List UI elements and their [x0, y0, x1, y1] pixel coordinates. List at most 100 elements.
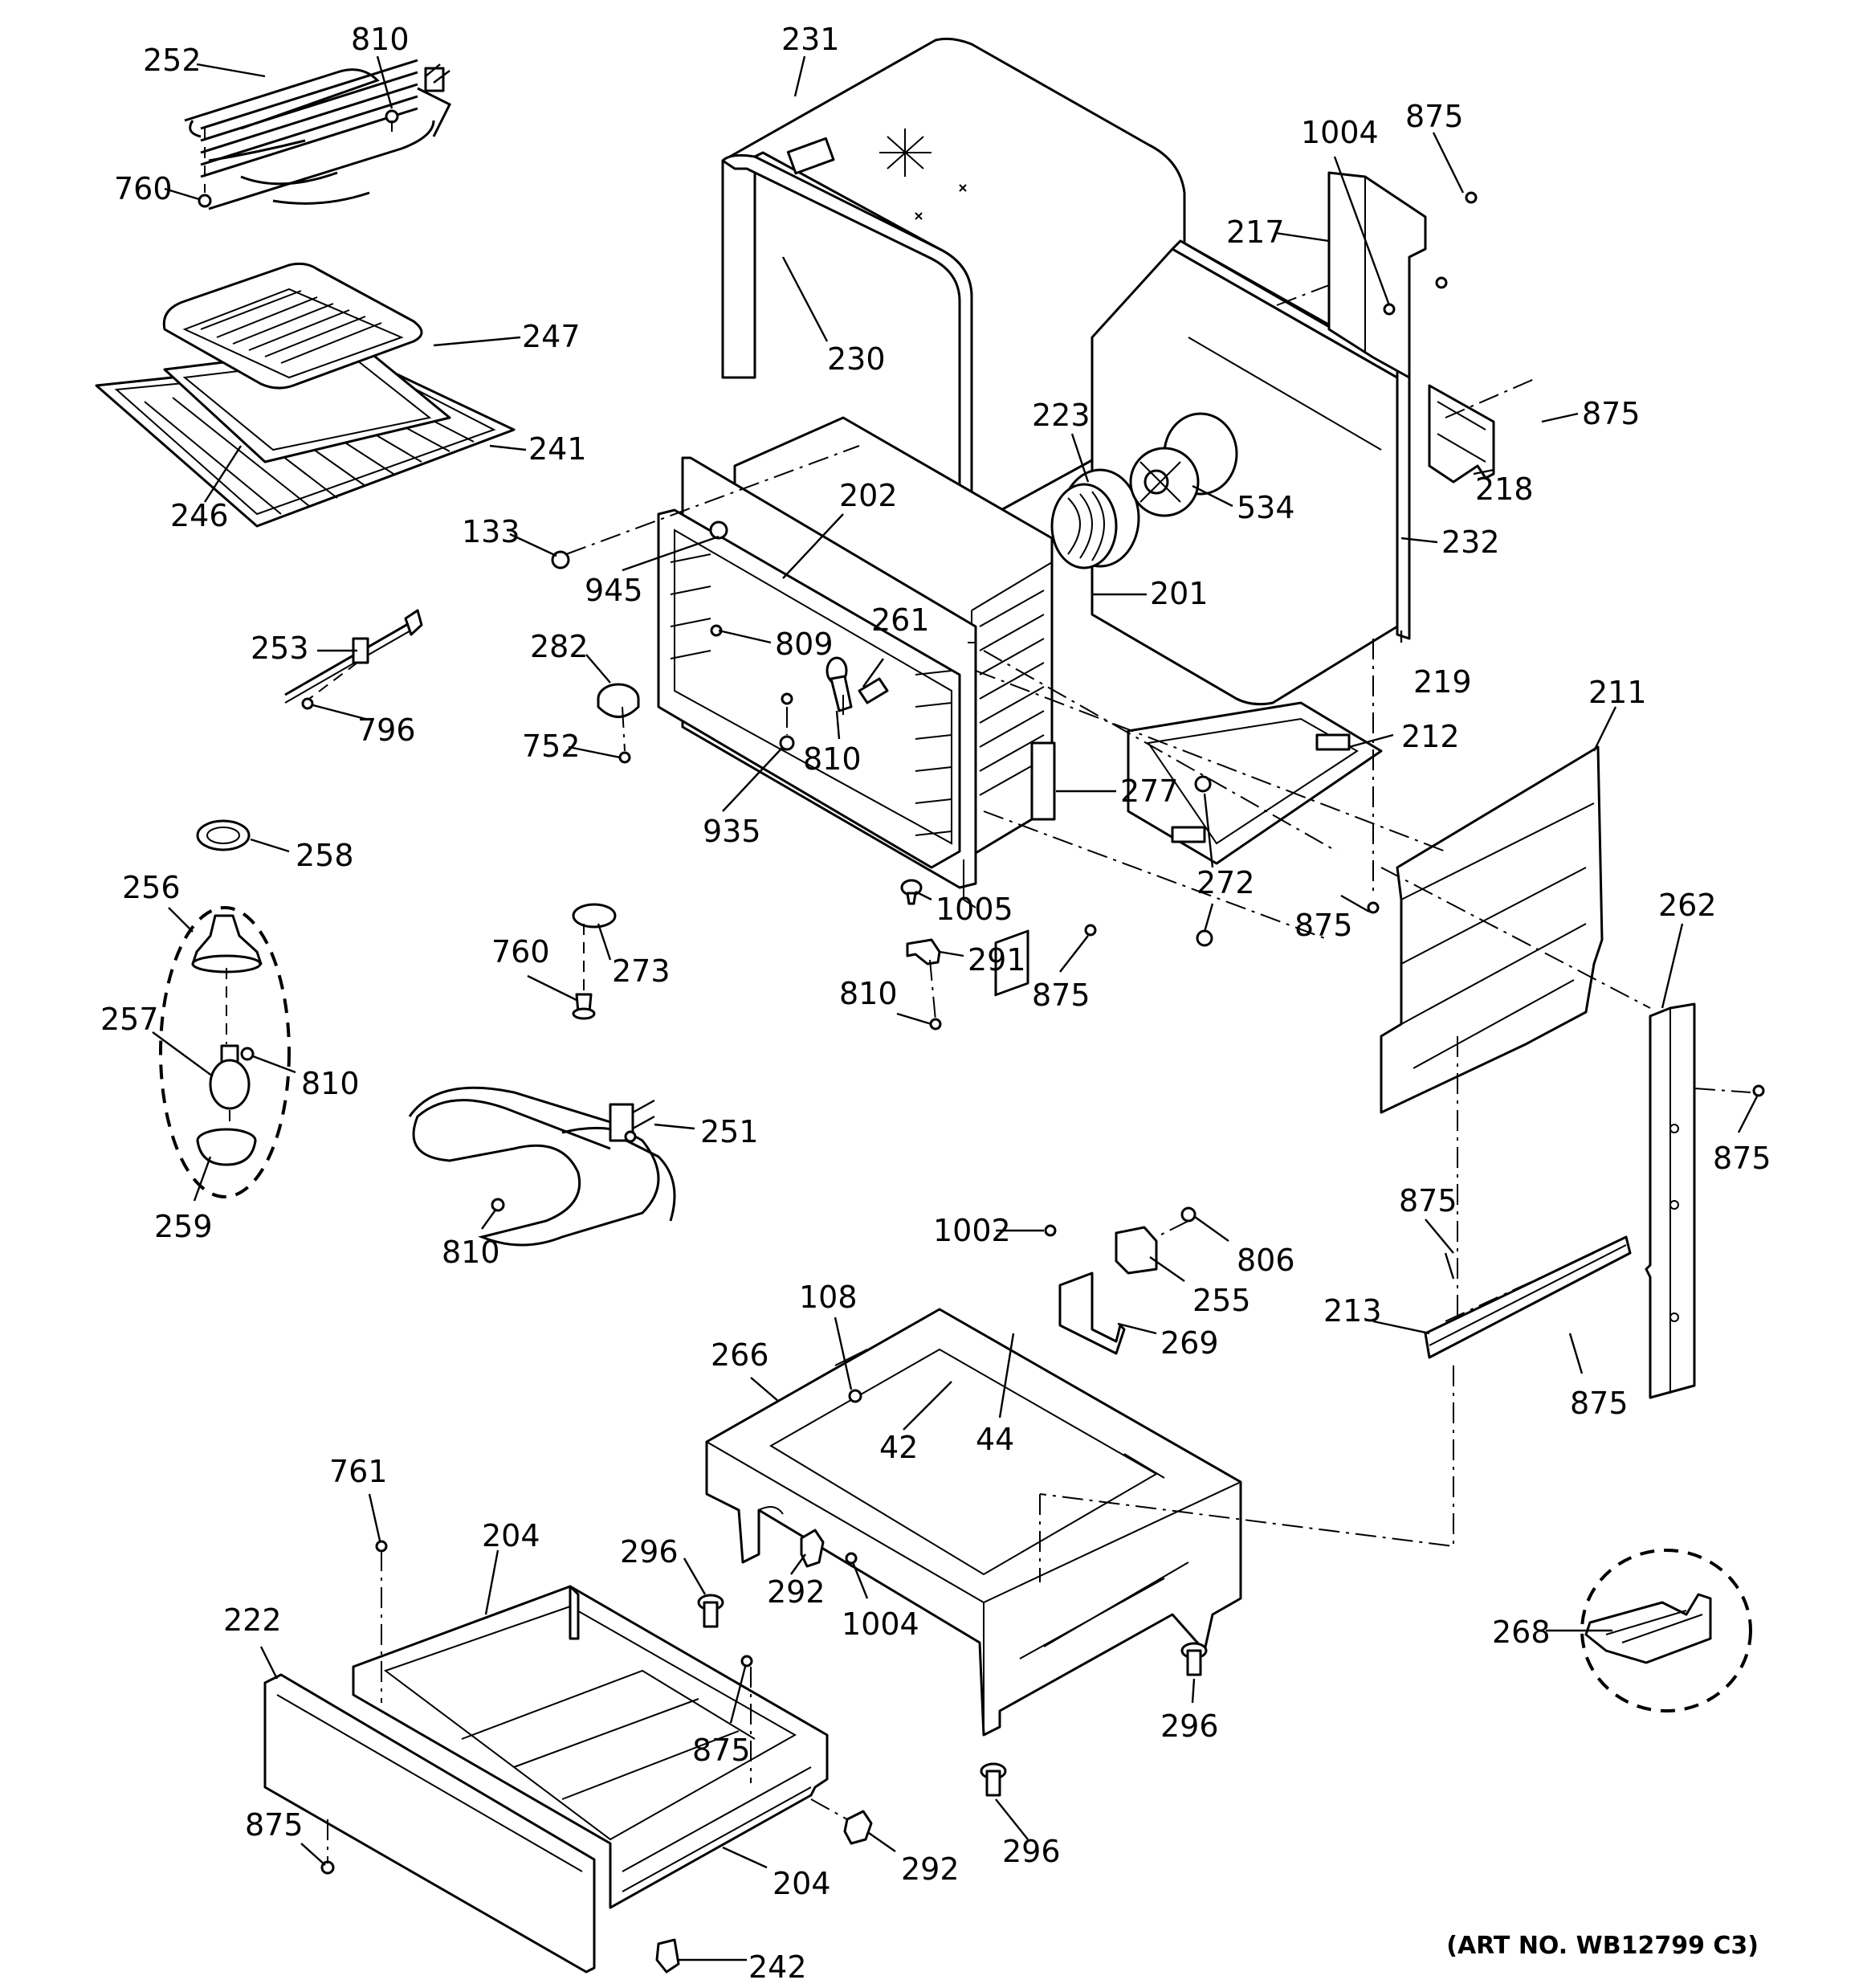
- screw-1004-a-icon: [1383, 303, 1396, 316]
- callout-242: 242: [748, 1949, 807, 1985]
- callout-133: 133: [462, 514, 520, 549]
- callout-875: 875: [1032, 978, 1090, 1013]
- callout-204: 204: [773, 1866, 831, 1901]
- callout-258: 258: [296, 838, 354, 873]
- callout-202: 202: [839, 478, 898, 513]
- sensor-261-icon: [858, 677, 889, 704]
- callout-875: 875: [692, 1733, 751, 1768]
- terminal-block-255-icon: [1115, 1226, 1158, 1275]
- light-socket-810-icon: [826, 656, 853, 712]
- screw-810-lamp-icon: [240, 1047, 255, 1061]
- callout-246: 246: [170, 498, 229, 533]
- callout-760: 760: [491, 934, 550, 970]
- callout-810: 810: [301, 1066, 360, 1101]
- callout-223: 223: [1032, 398, 1090, 433]
- callout-231: 231: [781, 22, 840, 57]
- grommet-935-icon: [779, 735, 795, 751]
- screw-875-e-icon: [1752, 1084, 1765, 1097]
- clip-291-icon: [906, 938, 941, 965]
- callout-269: 269: [1160, 1325, 1219, 1361]
- broil-pan-grid-247: [162, 262, 423, 390]
- screw-760-b-icon: [572, 993, 596, 1020]
- screw-875-a-icon: [1465, 191, 1478, 204]
- callout-201: 201: [1150, 576, 1209, 611]
- temperature-sensor-253: [284, 609, 423, 704]
- glide-292-a-icon: [800, 1529, 825, 1568]
- callout-259: 259: [154, 1209, 213, 1244]
- callout-255: 255: [1192, 1283, 1251, 1318]
- inset-outline-268: [1580, 1549, 1752, 1712]
- callout-219: 219: [1413, 664, 1472, 700]
- callout-247: 247: [522, 319, 581, 354]
- callout-222: 222: [223, 1602, 282, 1638]
- bake-element-251: [408, 1086, 676, 1247]
- bracket-268: [1584, 1593, 1712, 1664]
- convection-fan-223: [1050, 468, 1140, 569]
- screw-1004-b-icon: [845, 1552, 858, 1565]
- callout-262: 262: [1658, 888, 1717, 923]
- callout-230: 230: [827, 341, 886, 377]
- screw-761-icon: [375, 1540, 388, 1553]
- callout-292: 292: [767, 1574, 826, 1610]
- callout-875: 875: [1582, 396, 1641, 431]
- screw-760-icon: [198, 194, 212, 208]
- callout-213: 213: [1323, 1293, 1382, 1329]
- callout-534: 534: [1237, 490, 1295, 525]
- stop-242-icon: [655, 1938, 680, 1974]
- bracket-269: [1058, 1272, 1126, 1355]
- side-panel-262: [1645, 1002, 1696, 1399]
- callout-875: 875: [1405, 99, 1464, 134]
- top-cover-231: [721, 37, 1186, 528]
- bracket-44: [994, 929, 1029, 997]
- callout-1004: 1004: [1301, 115, 1379, 150]
- callout-875: 875: [1570, 1386, 1629, 1421]
- callout-277: 277: [1120, 774, 1179, 809]
- callout-211: 211: [1588, 675, 1647, 710]
- callout-204: 204: [482, 1518, 540, 1553]
- screw-bake-mount-icon: [624, 1130, 637, 1143]
- callout-810: 810: [839, 976, 898, 1011]
- callout-760: 760: [114, 171, 173, 206]
- callout-266: 266: [711, 1337, 769, 1373]
- screw-752-icon: [618, 751, 631, 764]
- grommet-945-icon: [709, 520, 728, 540]
- screw-875-d-icon: [1084, 924, 1097, 937]
- callout-945: 945: [585, 573, 643, 608]
- grommet-272-a-icon: [1194, 775, 1212, 793]
- callout-253: 253: [251, 631, 309, 666]
- light-bulb-257-icon: [209, 1044, 251, 1110]
- callout-810: 810: [442, 1235, 500, 1270]
- callout-292: 292: [901, 1851, 960, 1887]
- callout-1004: 1004: [842, 1606, 919, 1642]
- callout-42: 42: [879, 1430, 918, 1465]
- bracket-218: [1428, 384, 1495, 484]
- callout-232: 232: [1441, 525, 1500, 560]
- foot-296-b-icon: [1180, 1642, 1208, 1676]
- art-number: (ART NO. WB12799 C3): [1446, 1932, 1759, 1960]
- grommet-272-b-icon: [1196, 929, 1213, 947]
- lamp-cover-259-icon: [196, 1128, 257, 1166]
- broil-element-252: [184, 59, 452, 210]
- lower-frame-266: [705, 1308, 1242, 1737]
- knob-282-icon: [597, 683, 640, 718]
- screw-935-icon: [781, 692, 793, 705]
- callout-252: 252: [143, 43, 202, 78]
- foot-296-a-icon: [697, 1594, 724, 1628]
- callout-256: 256: [122, 870, 181, 905]
- callout-282: 282: [530, 629, 589, 664]
- callout-296: 296: [1002, 1834, 1061, 1869]
- callout-296: 296: [620, 1534, 679, 1570]
- callout-1005: 1005: [936, 892, 1013, 927]
- callout-212: 212: [1401, 719, 1460, 754]
- light-assembly-outline-256: [159, 906, 291, 1198]
- callout-257: 257: [100, 1002, 159, 1037]
- screw-810-bake-icon: [491, 1198, 505, 1212]
- callout-810: 810: [803, 741, 862, 777]
- callout-251: 251: [700, 1114, 759, 1149]
- callout-875: 875: [1713, 1141, 1771, 1176]
- callout-935: 935: [703, 814, 761, 849]
- screw-875-h-icon: [740, 1655, 753, 1668]
- callout-810: 810: [351, 22, 410, 57]
- storage-drawer-204: [352, 1585, 829, 1909]
